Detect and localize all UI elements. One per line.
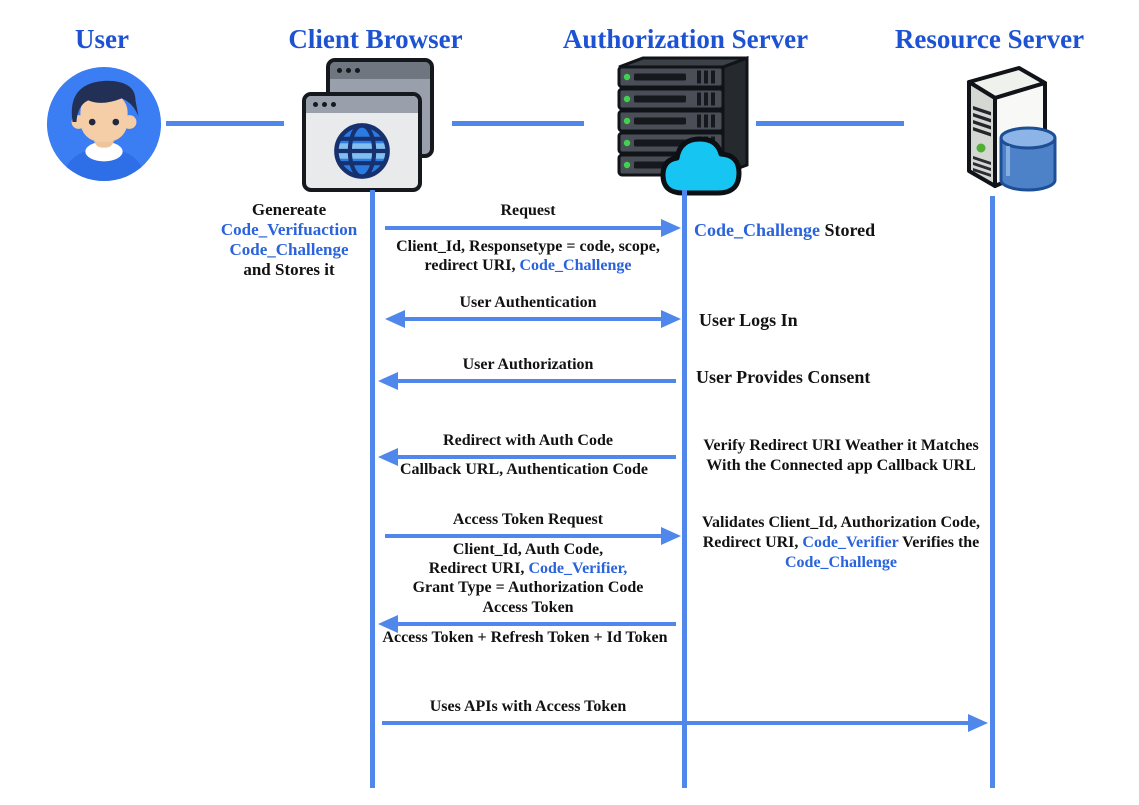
request-params: Client_Id, Responsetype = code, scope, r… <box>396 238 660 274</box>
tower-server-database-icon <box>967 66 1057 192</box>
actor-title-user: User <box>75 24 129 54</box>
uses-apis-arrow <box>382 714 988 732</box>
request-title: Request <box>500 202 556 219</box>
browser-titlebar <box>330 62 430 79</box>
globe-icon <box>334 122 390 179</box>
actor-title-authorization-server: Authorization Server <box>562 24 809 54</box>
authserver-to-resource-arrow <box>756 121 904 126</box>
challenge-stored-note: Code_Challenge Stored <box>694 220 876 240</box>
actor-title-resource-server: Resource Server <box>894 24 1085 54</box>
access-token-arrow <box>378 615 676 633</box>
database-cylinder-icon <box>999 126 1057 192</box>
server-rack-cloud-icon <box>617 55 749 196</box>
user-authorization-title: User Authorization <box>462 356 594 373</box>
request-arrow <box>385 219 681 237</box>
access-token-params: Access Token + Refresh Token + Id Token <box>382 629 668 646</box>
validates-note: Validates Client_Id, Authorization Code,… <box>701 514 981 571</box>
actor-title-client-browser: Client Browser <box>288 24 463 54</box>
authorization-server-lifeline <box>682 190 687 788</box>
resource-server-lifeline <box>990 196 995 788</box>
access-token-request-title: Access Token Request <box>452 511 604 528</box>
cloud-icon <box>660 136 742 196</box>
user-authentication-arrow <box>385 310 681 328</box>
power-led <box>976 143 986 153</box>
user-avatar-icon <box>46 66 162 182</box>
user-authorization-arrow <box>378 372 676 390</box>
user-authentication-title: User Authentication <box>459 294 597 311</box>
access-token-request-params: Client_Id, Auth Code, Redirect URI, Code… <box>412 541 644 596</box>
browser-titlebar <box>306 96 418 113</box>
uses-apis-title: Uses APIs with Access Token <box>429 698 627 715</box>
user-to-browser-arrow <box>166 121 284 126</box>
redirect-auth-code-params: Callback URL, Authentication Code <box>399 461 649 478</box>
access-token-request-arrow <box>385 527 681 545</box>
redirect-auth-code-title: Redirect with Auth Code <box>443 432 613 449</box>
user-provides-consent-note: User Provides Consent <box>696 367 871 387</box>
redirect-auth-code-arrow <box>378 448 676 466</box>
verify-redirect-note: Verify Redirect URI Weather it Matches W… <box>703 437 979 474</box>
browser-windows-icon <box>300 58 450 193</box>
access-token-title: Access Token <box>482 599 574 616</box>
browser-to-authserver-arrow <box>452 121 584 126</box>
client-browser-lifeline <box>370 190 375 788</box>
client-generate-note: Genereate Code_Verifuaction Code_Challen… <box>220 200 358 279</box>
browser-front-window <box>302 92 422 192</box>
user-logs-in-note: User Logs In <box>699 310 798 330</box>
